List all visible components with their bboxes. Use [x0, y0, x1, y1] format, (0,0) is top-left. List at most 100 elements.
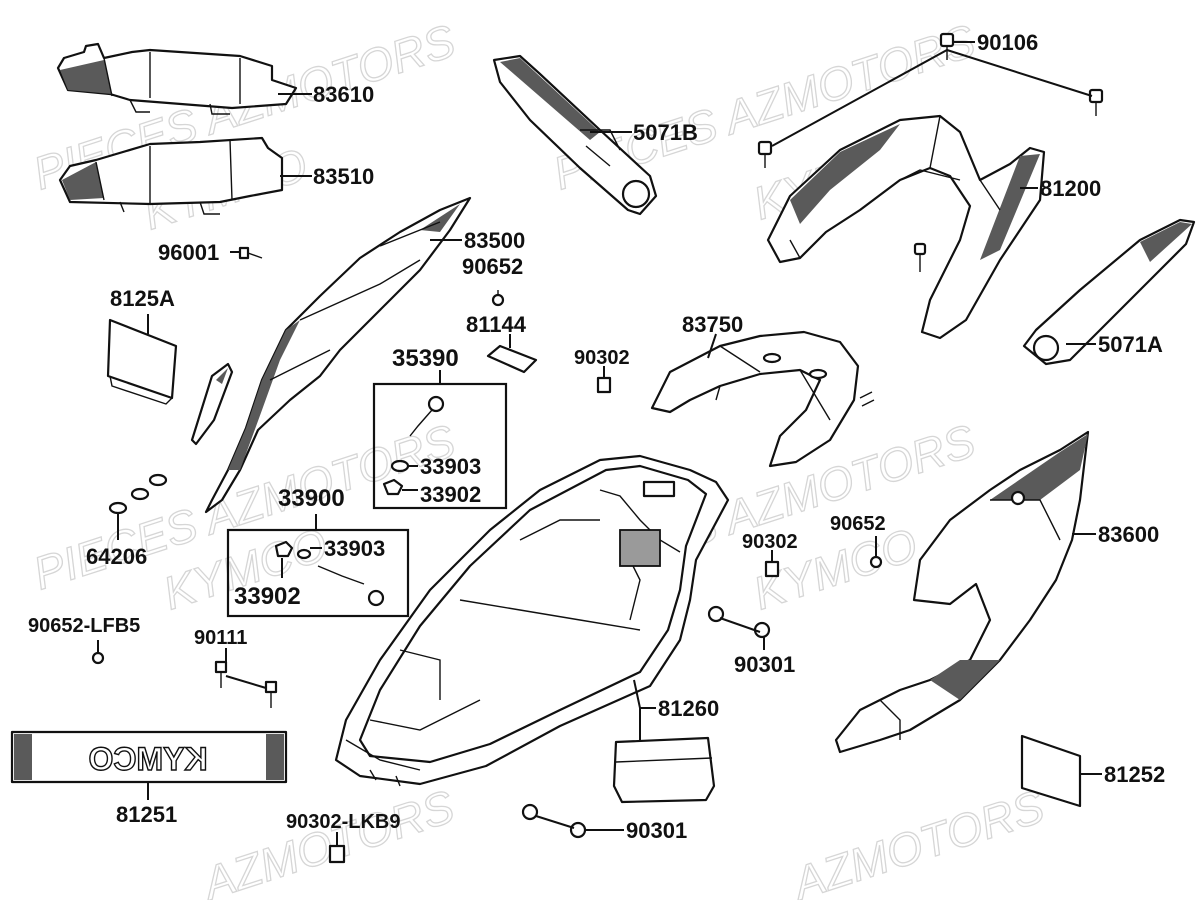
label-81200: 81200: [1040, 176, 1101, 201]
washer-64206-b: [130, 487, 150, 501]
switch-33900: [367, 589, 385, 607]
part-90302-LKB9: 90302-LKB9: [286, 811, 401, 864]
part-81260: 81260: [612, 679, 719, 804]
switch-35390: [427, 395, 445, 413]
cover-hole-5071B: [621, 179, 651, 209]
part-90652-right: 90652: [830, 513, 886, 569]
wire-35390: [409, 409, 433, 437]
part-81144: 81144: [466, 312, 538, 374]
label-83610: 83610: [313, 82, 374, 107]
box-33900: [226, 528, 410, 618]
nut-33902-b: [274, 540, 294, 558]
part-90301-b: 90301: [521, 803, 687, 843]
luggage-box-light: [619, 529, 661, 567]
label-5071B: 5071B: [633, 120, 698, 145]
cover-5071B: [492, 54, 658, 216]
watermark-fragment-bottom-left: AZMOTORS: [194, 780, 460, 900]
part-96001: 96001: [158, 240, 263, 265]
part-64206: 64206: [86, 473, 168, 569]
part-83750: 83750: [650, 312, 875, 468]
bracket-piece: [190, 362, 234, 446]
grab-rail-shade-81200: [790, 124, 1040, 260]
label-33900: 33900: [278, 485, 345, 512]
label-96001: 96001: [158, 240, 219, 265]
carrier-hole-b-83750: [808, 368, 828, 380]
trim-shade-83510: [62, 162, 104, 200]
nut-90302-LKB9: [328, 844, 346, 864]
nut-90302-mid: [764, 560, 780, 578]
nut-90302-top: [596, 376, 612, 394]
body-cover-shade-83500: [228, 204, 460, 470]
bracket-left: [190, 362, 234, 446]
label-35390: 35390: [392, 345, 459, 372]
clip-83750: [859, 391, 875, 407]
pad-81144: [486, 344, 538, 374]
lead-83750: [707, 333, 717, 359]
emblem-81251-end-b: [266, 734, 284, 780]
part-83510: 83510: [58, 136, 374, 215]
lead-90111: [225, 675, 267, 689]
label-90652-right: 90652: [830, 513, 886, 535]
label-33903-b: 33903: [324, 536, 385, 561]
label-33903-a: 33903: [420, 454, 481, 479]
label-90652-LFB5: 90652-LFB5: [28, 615, 140, 637]
luggage-box-bottom: [345, 739, 421, 787]
label-83500: 83500: [464, 228, 525, 253]
bracket-shade: [216, 368, 228, 384]
washer-33903-a: [390, 459, 410, 473]
washer-64206-c: [148, 473, 168, 487]
part-90301-a: 90301: [707, 605, 795, 677]
emblem-81251-end-a: [14, 734, 32, 780]
cap-nut-90301-b2: [569, 821, 587, 839]
plate-81252: [1020, 734, 1082, 808]
emblem-plate-8125A: [106, 318, 178, 400]
trim-shade-83610: [60, 60, 112, 94]
cap-nut-90301-a1: [707, 605, 725, 623]
wire-33900: [317, 565, 365, 585]
washer-64206-a: [108, 501, 128, 515]
cover-shade-5071A: [1140, 222, 1192, 262]
nut-33902-a: [382, 478, 404, 496]
label-90106: 90106: [977, 30, 1038, 55]
part-90652-top: 90652: [462, 254, 523, 307]
carrier-cover-83750: [650, 330, 860, 468]
bolt-90106-c: [757, 140, 773, 156]
grab-rail-detail-81200: [789, 115, 1001, 259]
emblem-text-81251: KYMCO: [88, 741, 207, 777]
watermark-fragment-bottom-right: AZMOTORS: [784, 780, 1050, 900]
label-83750: 83750: [682, 312, 743, 337]
part-90302-top: 90302: [574, 347, 630, 394]
part-83500: 83500: [204, 196, 525, 514]
body-cover-83500: [204, 196, 472, 514]
trim-detail-83610: [103, 52, 241, 115]
part-81251: KYMCO 81251: [10, 730, 288, 827]
trim-detail-83510: [95, 139, 233, 215]
tool-bag-81260: [612, 736, 716, 804]
luggage-box-latch: [642, 480, 676, 498]
part-90652-LFB5: 90652-LFB5: [28, 615, 140, 665]
label-81144: 81144: [466, 312, 527, 337]
label-90302-LKB9: 90302-LKB9: [286, 811, 401, 833]
body-cover-shade-83600: [930, 434, 1088, 700]
label-8125A: 8125A: [110, 286, 175, 311]
part-33900: 33900 33903 33902: [226, 485, 410, 618]
part-90106: 90106: [757, 30, 1104, 168]
label-5071A: 5071A: [1098, 332, 1163, 357]
bolt-90111-a: [214, 660, 228, 674]
part-8125A: 8125A: [106, 286, 178, 405]
label-90302-top: 90302: [574, 347, 630, 369]
label-90111: 90111: [194, 627, 247, 649]
lead-90301-b: [535, 815, 575, 829]
part-81252: 81252: [1020, 734, 1165, 808]
cover-hole-5071A: [1032, 334, 1060, 362]
part-90302-mid: 90302: [742, 531, 798, 578]
label-81252: 81252: [1104, 762, 1165, 787]
label-90652-top: 90652: [462, 254, 523, 279]
label-83600: 83600: [1098, 522, 1159, 547]
part-90111: 90111: [194, 627, 278, 708]
lead-90106: [771, 48, 1093, 147]
trim-panel-83510: [58, 136, 284, 206]
label-90301-a: 90301: [734, 652, 795, 677]
body-cover-hole-83600: [1010, 490, 1026, 506]
luggage-box-detail: [369, 489, 681, 731]
